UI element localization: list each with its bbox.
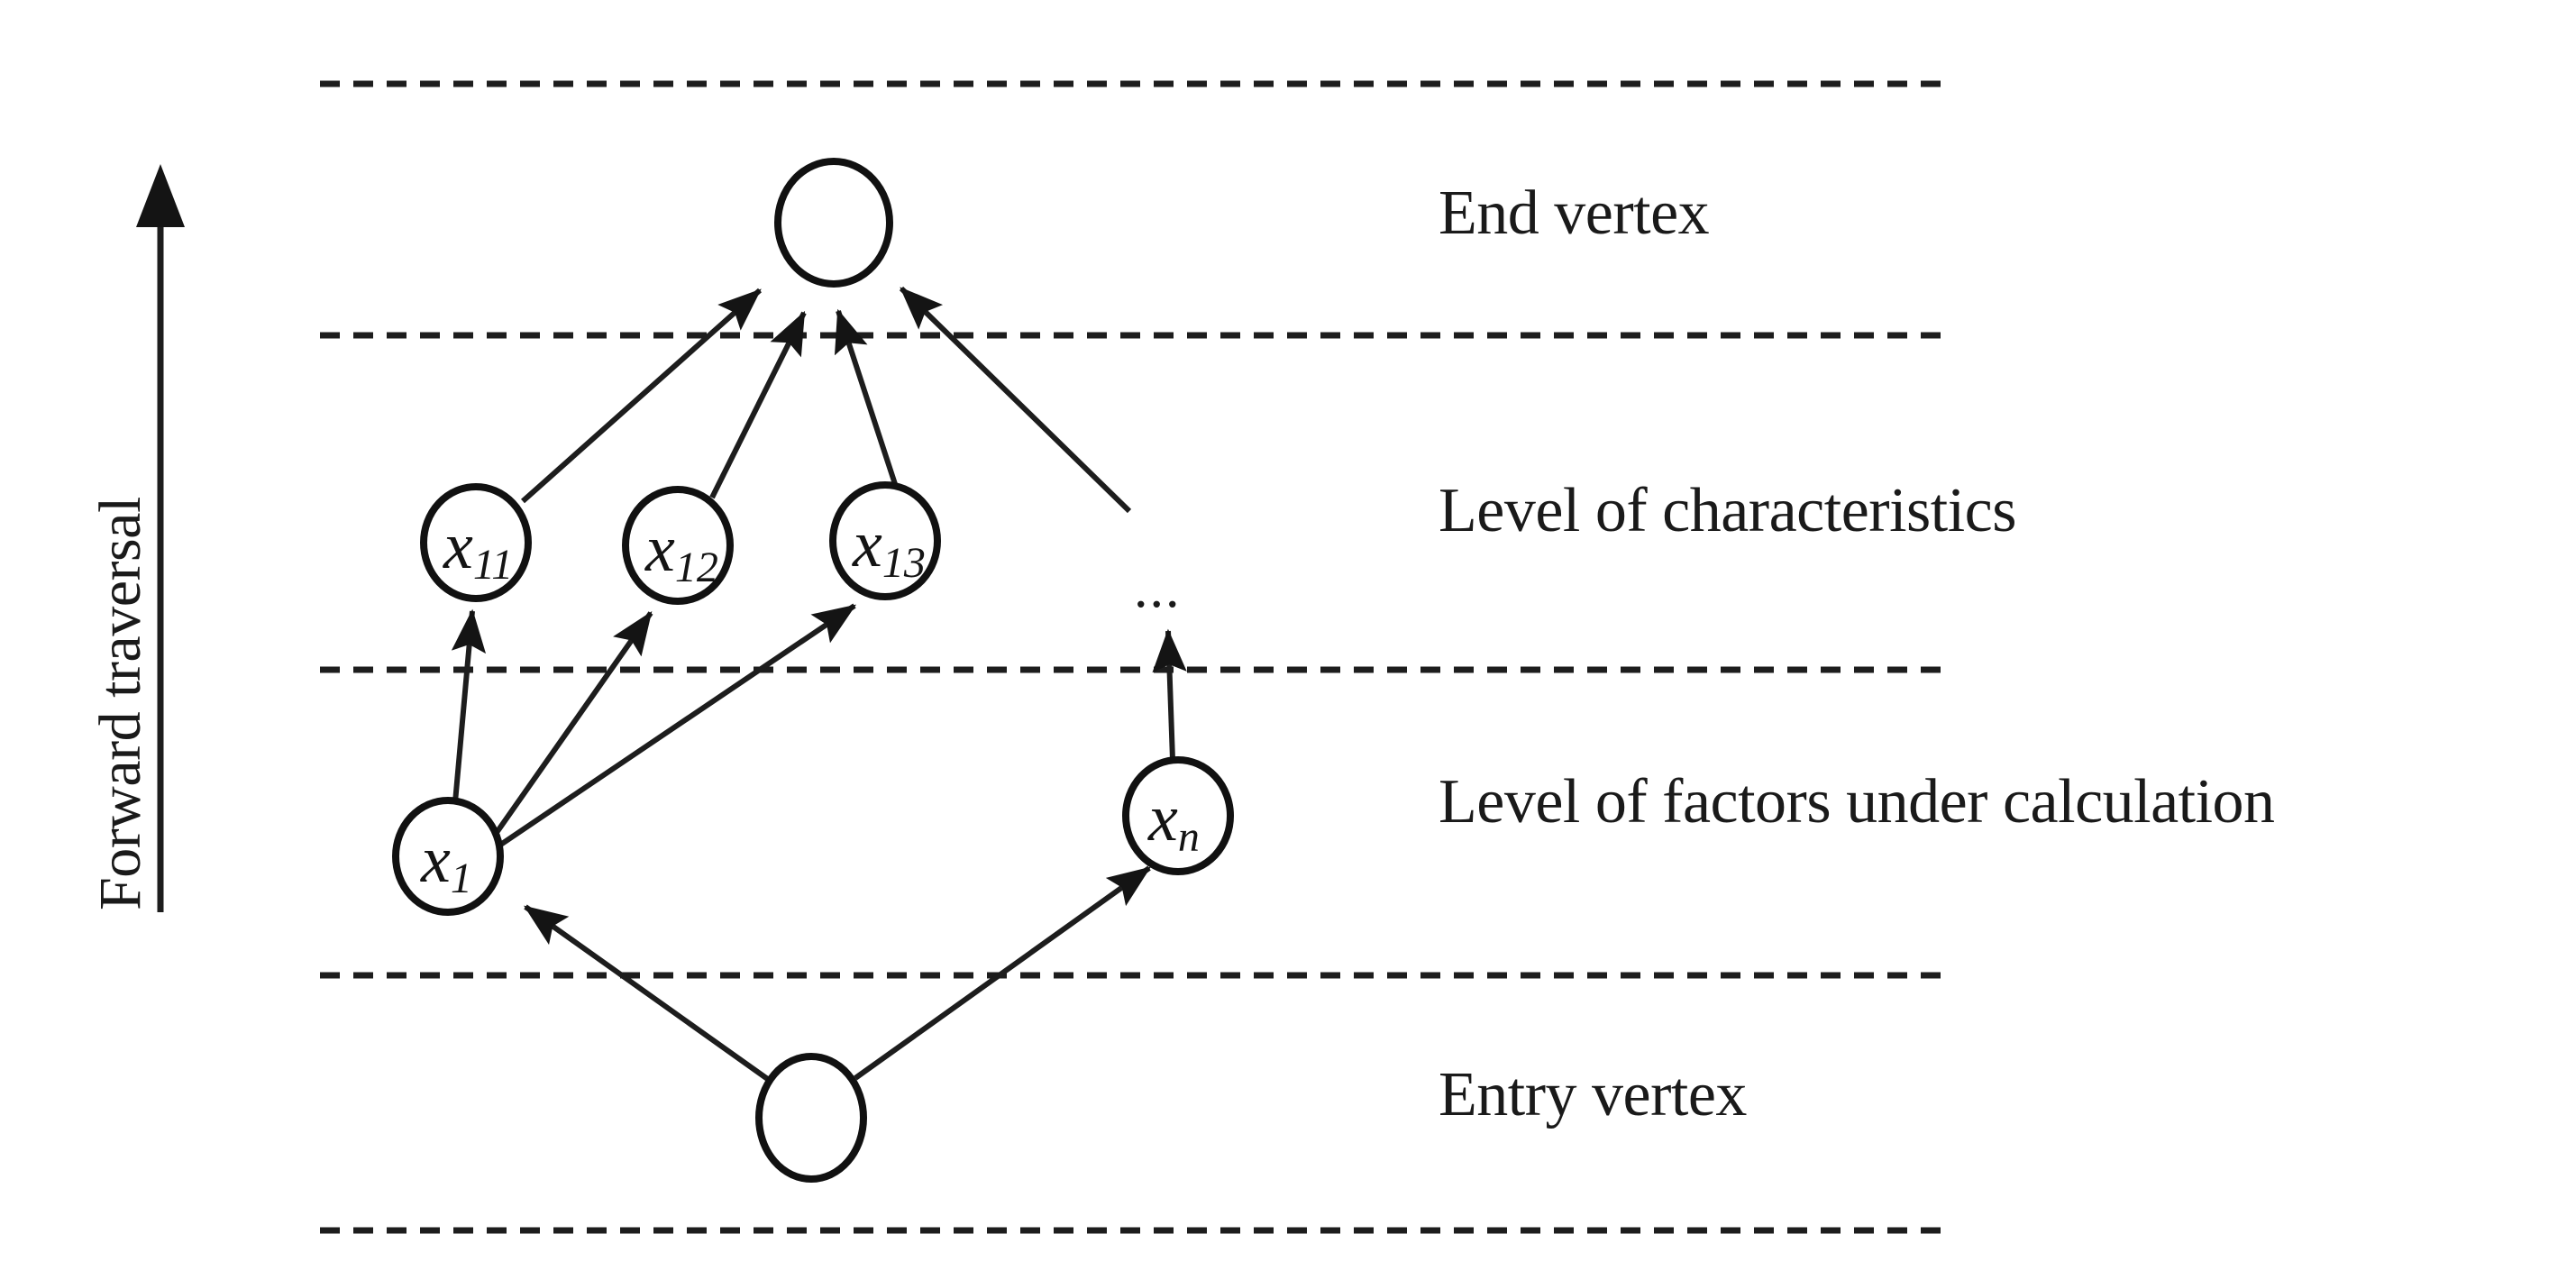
forward-traversal-caption: Forward traversal <box>87 497 153 910</box>
edge-x11-to-end <box>521 288 762 504</box>
edge-group-factors-to-characteristics <box>451 603 1187 848</box>
edge-x1-to-x11 <box>451 608 487 803</box>
band-label-level-of-factors: Level of factors under calculation <box>1439 767 2275 837</box>
node-x1-circle[interactable] <box>392 797 504 916</box>
band-separators <box>320 80 1949 1234</box>
node-x1[interactable]: x1 <box>392 797 504 916</box>
edge-x1-to-x12 <box>493 611 653 836</box>
node-x11[interactable]: x11 <box>420 483 532 602</box>
edge-rest-to-end <box>899 286 1132 514</box>
band-label-end-vertex: End vertex <box>1439 178 1710 248</box>
band-label-entry-vertex: Entry vertex <box>1439 1060 1747 1129</box>
node-x12-circle[interactable] <box>622 486 734 605</box>
edge-x1-to-x13 <box>498 603 856 848</box>
node-xn-circle[interactable] <box>1122 756 1234 875</box>
entry-vertex-node[interactable] <box>755 1053 867 1183</box>
node-x13-circle[interactable] <box>829 481 941 600</box>
edge-group-entry-to-factors <box>524 865 1151 1083</box>
edge-x12-to-end <box>709 310 807 499</box>
node-x13[interactable]: x13 <box>829 481 941 600</box>
edge-group-characteristics-to-end <box>521 286 1132 514</box>
edge-xn-to-ellipsis <box>1152 628 1187 761</box>
edge-entry-to-x1 <box>524 904 771 1083</box>
ellipsis-mark: ... <box>1134 558 1182 619</box>
node-x12[interactable]: x12 <box>622 486 734 605</box>
end-vertex-node[interactable] <box>774 158 893 288</box>
vertices: x11 x12 x13 x1 xn <box>392 158 1234 1183</box>
entry-vertex-circle[interactable] <box>755 1053 867 1183</box>
band-label-level-of-characteristics: Level of characteristics <box>1439 476 2016 545</box>
edge-entry-to-xn <box>854 865 1151 1081</box>
end-vertex-circle[interactable] <box>774 158 893 288</box>
node-x11-circle[interactable] <box>420 483 532 602</box>
up-arrow-icon <box>136 164 185 227</box>
forward-traversal-axis <box>136 164 185 912</box>
node-xn[interactable]: xn <box>1122 756 1234 875</box>
edge-x13-to-end <box>834 308 899 488</box>
